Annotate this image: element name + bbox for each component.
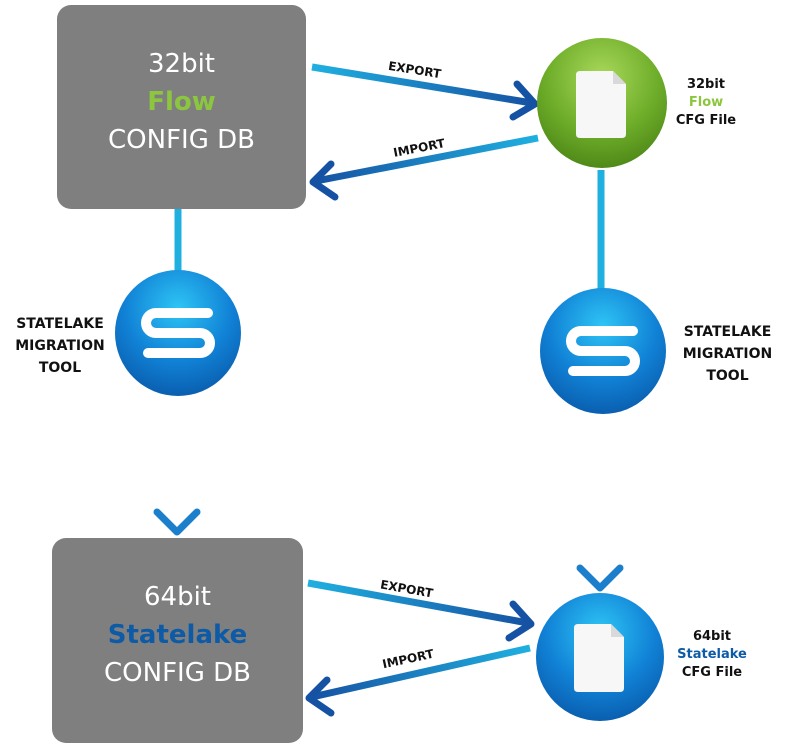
statelake-s-logo-icon: [115, 270, 241, 396]
tool-label-line: STATELAKE: [16, 316, 104, 332]
tool-label-line: TOOL: [706, 368, 749, 384]
tool-label-line: MIGRATION: [682, 346, 773, 362]
file-name-label: CFG File: [675, 113, 737, 128]
tool-label-right: STATELAKE MIGRATION TOOL: [668, 321, 787, 387]
arrow-tool-to-bottom-file: [576, 412, 624, 592]
file-label-bottom: 64bit Statelake CFG File: [664, 628, 760, 682]
document-file-icon: [537, 38, 667, 168]
statelake-config-db-box: 64bit Statelake CONFIG DB: [52, 538, 303, 743]
import-arrow-bottom: [305, 644, 531, 717]
file-brand-label: Statelake: [677, 647, 747, 662]
export-arrow-bottom: [307, 579, 535, 642]
db-bits-label: 64bit: [143, 582, 211, 612]
file-bits-label: 64bit: [692, 629, 732, 644]
file-brand-label: Flow: [688, 95, 724, 110]
arrow-tool-to-bottom-db: [153, 395, 201, 536]
db-bits-label: 32bit: [147, 49, 215, 79]
statelake-brand-label: Statelake: [107, 620, 248, 650]
db-name-label: CONFIG DB: [104, 658, 251, 688]
file-name-label: CFG File: [681, 665, 743, 680]
file-label-top: 32bit Flow CFG File: [669, 76, 743, 130]
document-file-icon: [536, 593, 664, 721]
flow-brand-label: Flow: [147, 87, 216, 117]
import-arrow-top: [309, 134, 539, 201]
statelake-s-logo-icon: [540, 288, 666, 414]
flow-config-db-box: 32bit Flow CONFIG DB: [57, 5, 306, 209]
tool-label-left: STATELAKE MIGRATION TOOL: [0, 313, 120, 379]
tool-label-line: STATELAKE: [683, 324, 772, 340]
export-arrow-top: [311, 63, 539, 121]
file-bits-label: 32bit: [686, 77, 726, 92]
tool-label-line: MIGRATION: [15, 338, 105, 354]
tool-label-line: TOOL: [38, 360, 82, 376]
db-name-label: CONFIG DB: [108, 125, 255, 155]
